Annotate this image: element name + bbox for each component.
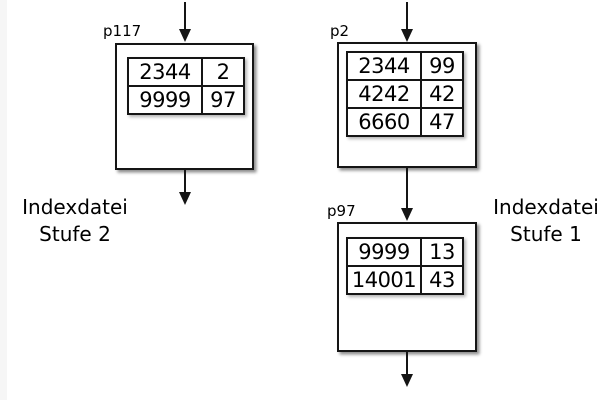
index-entry-table-p97: 9999 13 14001 43	[346, 237, 464, 295]
key-cell: 6660	[348, 109, 422, 135]
page-label-p97: p97	[327, 202, 356, 220]
table-row: 4242 42	[348, 79, 462, 107]
table-row: 2344 99	[348, 53, 462, 79]
pointer-cell: 97	[210, 88, 236, 112]
down-arrow-icon	[179, 192, 191, 205]
pointer-cell: 47	[429, 110, 455, 134]
key-cell: 2344	[129, 59, 203, 85]
pointer-cell: 42	[429, 82, 455, 106]
table-row: 9999 97	[129, 85, 243, 113]
arrow-line-into-p117	[184, 2, 186, 30]
table-row: 9999 13	[348, 239, 462, 265]
caption-indexdatei-stufe-2: Indexdatei Stufe 2	[10, 194, 140, 248]
down-arrow-icon	[401, 29, 413, 42]
down-arrow-icon	[401, 208, 413, 221]
caption-line: Indexdatei	[22, 195, 128, 219]
page-label-p117: p117	[103, 22, 142, 40]
key-cell: 9999	[129, 87, 203, 113]
key-cell: 2344	[348, 53, 422, 79]
caption-indexdatei-stufe-1: Indexdatei Stufe 1	[486, 194, 606, 248]
index-entry-table-p2: 2344 99 4242 42 6660 47	[346, 51, 464, 137]
key-cell: 4242	[348, 81, 422, 107]
arrow-line-out-of-p117	[184, 170, 186, 193]
arrow-line-out-of-p97	[406, 352, 408, 375]
key-cell: 14001	[348, 267, 422, 293]
caption-line: Stufe 2	[39, 222, 111, 246]
caption-line: Stufe 1	[510, 222, 582, 246]
table-row: 14001 43	[348, 265, 462, 293]
table-row: 2344 2	[129, 59, 243, 85]
key-cell: 9999	[348, 239, 422, 265]
pointer-cell: 2	[216, 60, 230, 84]
table-row: 6660 47	[348, 107, 462, 135]
caption-line: Indexdatei	[493, 195, 599, 219]
down-arrow-icon	[179, 29, 191, 42]
arrow-line-p2-to-p97	[406, 168, 408, 209]
index-entry-table-p117: 2344 2 9999 97	[127, 57, 245, 115]
pointer-cell: 99	[429, 54, 455, 78]
page-edge-strip	[0, 0, 7, 400]
pointer-cell: 43	[429, 268, 455, 292]
arrow-line-into-p2	[406, 2, 408, 30]
page-label-p2: p2	[330, 22, 350, 40]
pointer-cell: 13	[429, 240, 455, 264]
down-arrow-icon	[401, 374, 413, 387]
